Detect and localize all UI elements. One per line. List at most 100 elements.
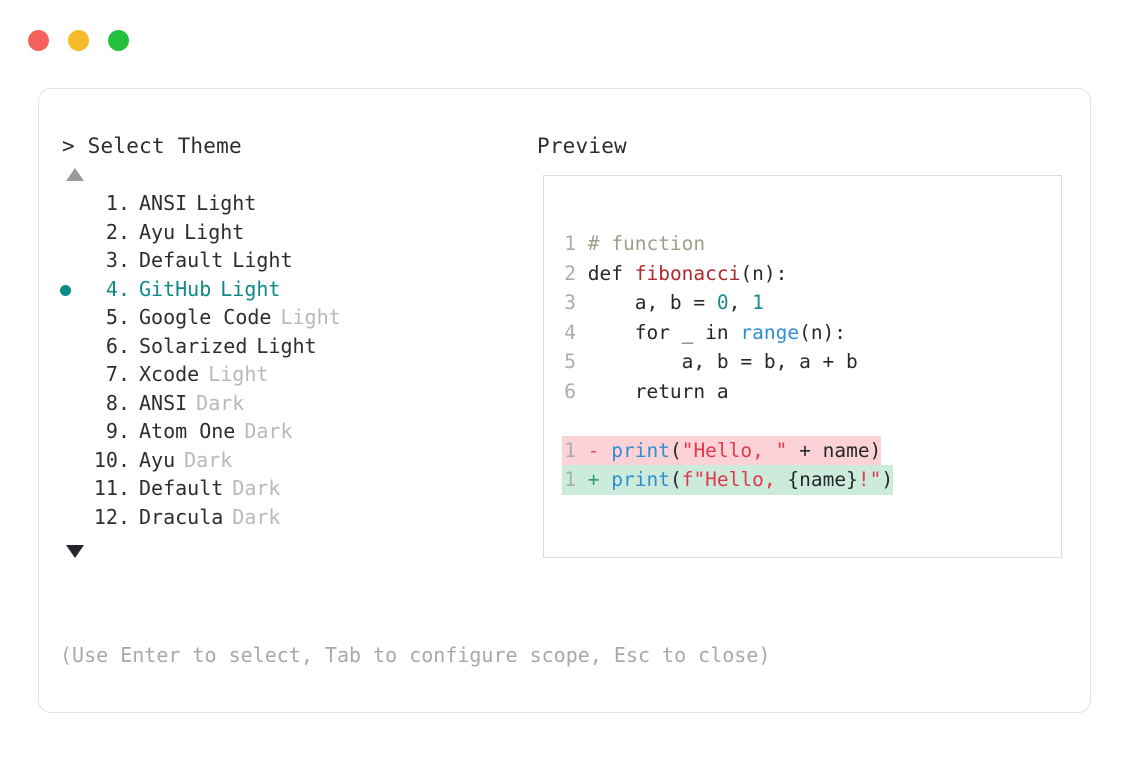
maximize-button[interactable] [108,30,129,51]
code-blank-line [562,406,893,436]
code-token-txt: a, b = b, a + b [587,350,858,373]
theme-name: Ayu [139,447,176,472]
code-token-str: !" [857,468,882,491]
code-token-num: 0 [716,291,729,314]
theme-mode-tag: Dark [232,476,281,500]
code-line: 4 for _ in range(n): [562,318,893,348]
theme-list-item[interactable]: 4. GitHub Light [60,277,500,306]
theme-name: Dracula [139,504,224,529]
selected-bullet-icon [60,285,71,297]
theme-name: Default [139,476,224,500]
theme-name: Google Code [139,305,272,329]
theme-index: 11. [93,476,130,500]
theme-index: 3. [105,248,130,272]
scroll-down-arrow-icon[interactable] [66,545,84,558]
theme-mode-tag: Light [184,219,245,244]
theme-mode-tag: Dark [232,504,281,529]
code-token-str: "Hello, " [681,438,788,462]
theme-name: ANSI [139,191,188,215]
close-button[interactable] [28,30,49,51]
code-token-builtin: print [611,468,670,491]
theme-name: ANSI [139,390,188,415]
diff-line-del: 1 - print("Hello, " + name) [562,435,882,465]
theme-name: GitHub [139,276,212,301]
code-line: 2 def fibonacci(n): [562,259,893,289]
line-number: 5 [564,350,576,373]
theme-list-item[interactable]: 7. Xcode Light [60,362,500,391]
theme-list-item[interactable]: 8. ANSI Dark [60,391,500,420]
theme-mode-tag: Light [208,362,269,386]
code-token-builtin: range [740,320,800,344]
code-token-str: f"Hello, [681,468,788,491]
line-number: 3 [564,291,576,314]
theme-name: Default [139,248,224,272]
theme-index: 1. [105,191,130,215]
theme-name: Solarized [139,333,248,358]
theme-index: 10. [93,447,130,472]
line-number: 6 [564,379,576,403]
page-title: > Select Theme [62,134,242,158]
theme-mode-tag: Light [220,276,281,301]
scroll-up-arrow-icon[interactable] [66,168,84,181]
theme-mode-tag: Light [256,333,317,358]
code-line: 6 return a [562,377,893,407]
code-token-builtin: print [611,438,670,462]
theme-index: 8. [105,390,130,415]
code-token-txt: (n): [799,320,847,344]
selection-bullet-cell [60,285,88,297]
theme-index: 5. [105,305,130,329]
keyboard-hint: (Use Enter to select, Tab to configure s… [60,643,771,667]
code-token-txt: ) [881,468,894,491]
theme-index: 12. [93,504,130,529]
code-token-txt: return a [587,379,729,403]
line-number: 1 [564,468,576,491]
theme-name: Xcode [139,362,200,386]
code-line: 1 # function [562,229,893,259]
code-token-txt: for _ in [587,320,741,344]
theme-mode-tag: Light [232,248,293,272]
line-number: 4 [564,320,576,344]
diff-marker: + [587,468,600,491]
theme-list-item[interactable]: 9. Atom One Dark [60,419,500,448]
code-token-txt: ( [669,438,682,462]
theme-mode-tag: Light [280,305,341,329]
theme-mode-tag: Dark [196,390,245,415]
theme-name: Ayu [139,219,176,244]
theme-list-item[interactable]: 5. Google Code Light [60,305,500,334]
theme-index: 6. [105,333,130,358]
code-line: 5 a, b = b, a + b [562,347,893,377]
diff-line-add: 1 + print(f"Hello, {name}!") [562,465,894,495]
code-token-fn: fibonacci [634,261,741,285]
code-line: 3 a, b = 0, 1 [562,288,893,318]
code-token-txt: {name} [787,468,858,491]
line-number: 1 [564,232,576,255]
code-token-txt: (n): [740,261,788,285]
theme-list-item[interactable]: 3. Default Light [60,248,500,277]
code-token-txt: + name) [787,438,882,462]
code-token-comment: # function [587,232,706,255]
theme-name: Atom One [139,419,236,443]
theme-index: 7. [105,362,130,386]
line-number: 1 [564,438,576,462]
theme-mode-tag: Light [196,191,257,215]
theme-list-item[interactable]: 1. ANSI Light [60,191,500,220]
diff-marker: - [587,438,600,462]
panel-headers: > Select Theme Preview [62,134,1062,162]
theme-list-item[interactable]: 11. Default Dark [60,476,500,505]
code-token-txt: a, b = [587,291,717,314]
code-token-txt: , [728,291,753,314]
theme-index: 9. [105,419,130,443]
theme-index: 4. [105,276,130,301]
minimize-button[interactable] [68,30,89,51]
code-token-txt: ( [669,468,682,491]
theme-list-item[interactable]: 12. Dracula Dark [60,505,500,534]
theme-mode-tag: Dark [244,419,293,443]
theme-list-item[interactable]: 6. Solarized Light [60,334,500,363]
